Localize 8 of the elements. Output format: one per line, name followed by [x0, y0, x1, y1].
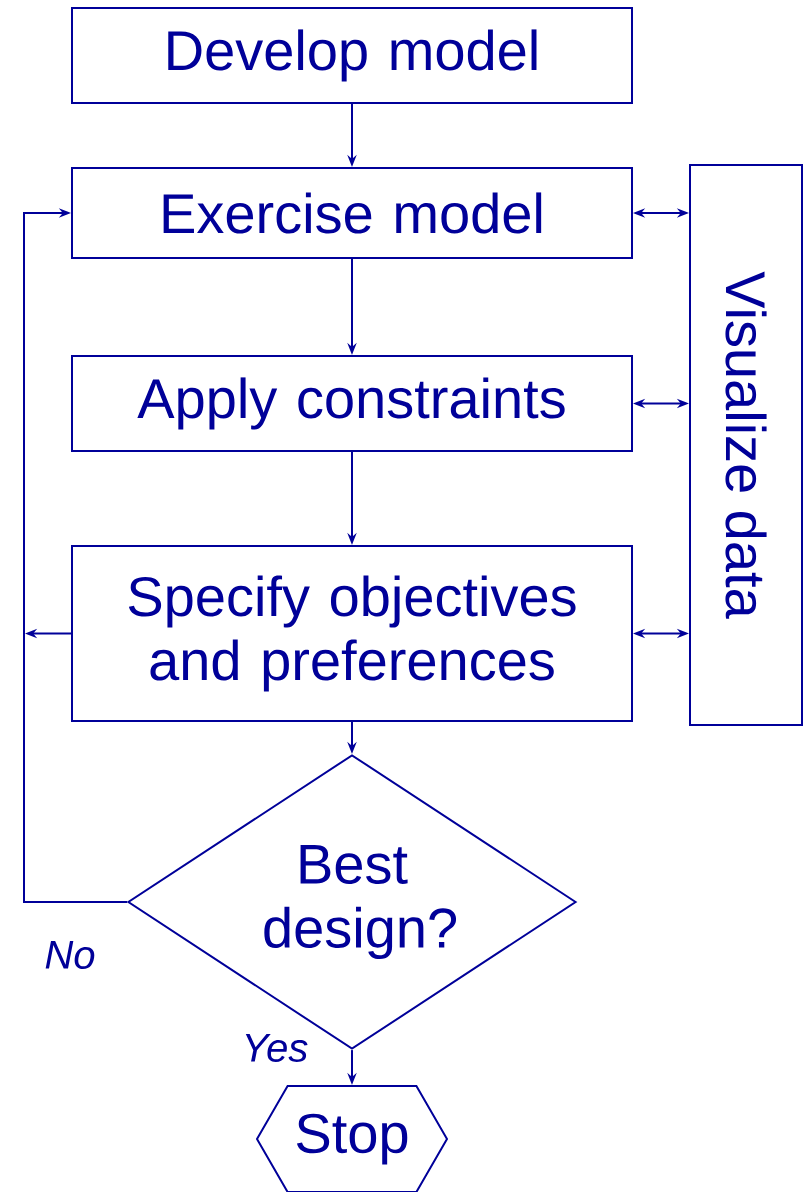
- process-box: Develop model: [71, 7, 633, 104]
- process-box: Apply constraints: [71, 355, 633, 452]
- process-box: Specify objectives and preferences: [71, 545, 633, 722]
- process-box: Exercise model: [71, 167, 633, 259]
- edge-label: No: [45, 941, 95, 969]
- side-box: Visualize data: [689, 164, 803, 726]
- terminal-hexagon: Stop: [255, 1085, 449, 1192]
- arrow: [23, 208, 128, 903]
